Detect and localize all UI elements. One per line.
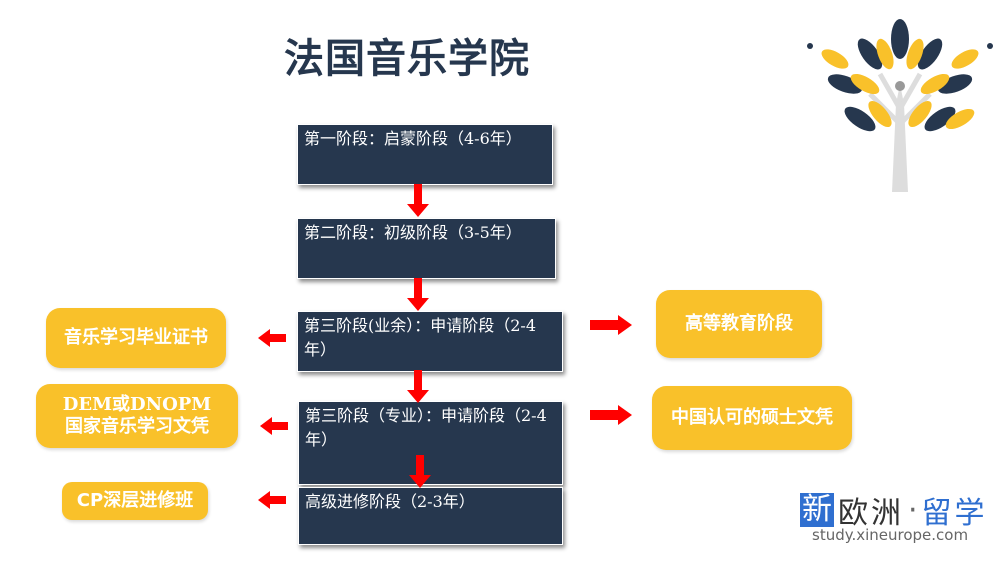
down-arrow-icon [407,370,429,403]
page-title: 法国音乐学院 [284,36,530,82]
stage-1-box: 第一阶段：启蒙阶段（4-6年） [297,124,553,185]
left-arrow-icon [258,329,286,347]
advanced-stage-box: 高级进修阶段（2-3年） [298,487,563,545]
outcome-label: 音乐学习毕业证书 [64,327,208,348]
outcome-label: 高等教育阶段 [685,313,793,334]
brand-suffix: 留学 [921,496,988,531]
brand-url[interactable]: study.xineurope.com [812,526,969,544]
down-arrow-icon [409,455,431,488]
stage-3-amateur-box: 第三阶段(业余）：申请阶段（2-4年） [297,311,563,372]
left-arrow-icon [260,417,288,435]
outcome-label: CP深层进修班 [76,490,194,511]
outcome-label: DEM或DNOPM [62,394,212,415]
down-arrow-icon [407,184,429,217]
outcome-label: 国家音乐学习文凭 [65,416,209,437]
stage-3-professional-box: 第三阶段（专业）：申请阶段（2-4年） [298,401,563,485]
higher-education-stage: 高等教育阶段 [656,290,822,358]
down-arrow-icon [407,278,429,311]
stage-2-box: 第二阶段：初级阶段（3-5年） [297,218,556,279]
right-arrow-icon [590,405,632,425]
brand-name: 欧洲 [838,496,904,531]
music-study-certificate: 音乐学习毕业证书 [46,308,226,368]
right-arrow-icon [590,315,632,335]
tree-logo-icon [807,19,993,192]
china-recognized-masters: 中国认可的硕士文凭 [652,386,852,450]
cp-advanced-class: CP深层进修班 [62,482,208,520]
left-arrow-icon [258,491,286,509]
outcome-label: 中国认可的硕士文凭 [671,407,833,428]
brand-mark: 新 [800,492,834,527]
brand-logo: 新 欧洲 · 留学 [800,488,988,532]
brand-dot: · [908,492,918,528]
